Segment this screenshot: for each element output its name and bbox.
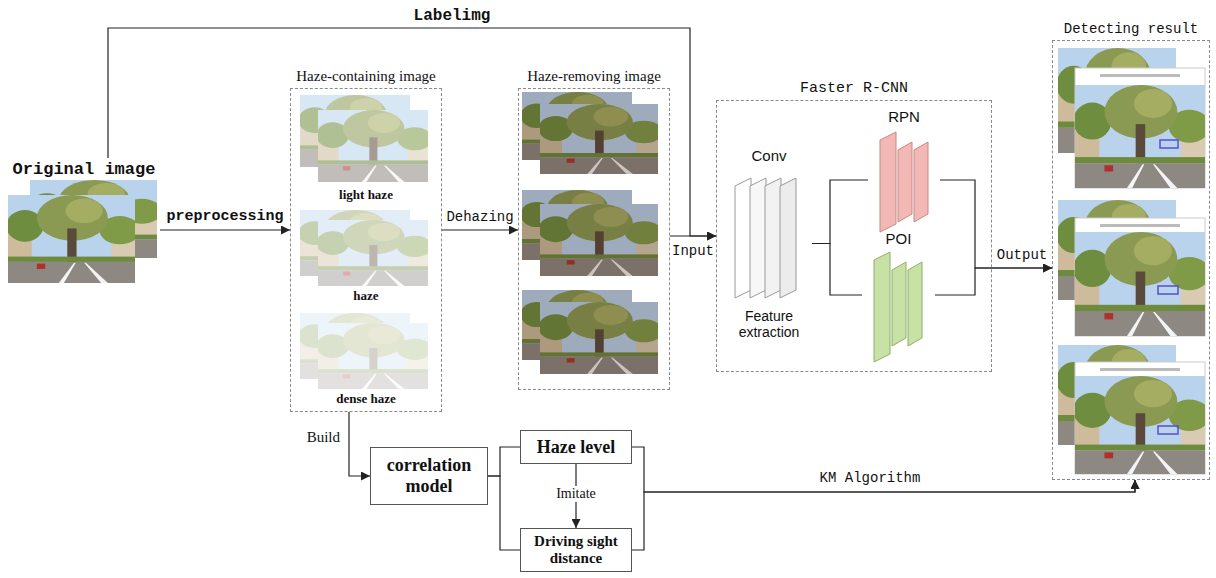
process-box: Driving sight distance xyxy=(520,528,632,572)
rpn-layer xyxy=(880,132,896,232)
haze-overlay xyxy=(318,323,428,389)
image-node: light haze xyxy=(296,93,436,205)
dehaze-tone xyxy=(540,104,658,174)
connector xyxy=(812,180,868,244)
node-heading: Detecting result xyxy=(1053,21,1209,37)
network-box: Faster R-CNNConvFeature extractionRPNPOI xyxy=(716,100,992,372)
node-heading: dense haze xyxy=(296,392,436,407)
conv-layer xyxy=(780,178,796,298)
dehaze-tone xyxy=(540,302,658,374)
image-group: Haze-removing image xyxy=(518,88,670,390)
detection-box xyxy=(1160,140,1178,148)
result-group: Detecting result xyxy=(1052,40,1210,480)
result-caption xyxy=(1100,368,1180,371)
box-label: Haze level xyxy=(537,437,615,458)
connector xyxy=(940,180,1052,268)
node-heading: Conv xyxy=(726,147,812,164)
connector xyxy=(160,229,290,230)
layer-block: POI xyxy=(862,228,935,366)
photo xyxy=(317,110,433,182)
photo xyxy=(317,220,433,286)
node-heading: Feature extraction xyxy=(726,308,812,340)
connector xyxy=(488,447,520,476)
detection-box xyxy=(1158,286,1178,294)
node-heading: Haze-removing image xyxy=(519,68,669,85)
haze-overlay xyxy=(318,110,428,182)
photo xyxy=(538,302,662,374)
photo xyxy=(317,323,433,389)
node-heading: POI xyxy=(862,230,935,247)
photo xyxy=(6,195,140,283)
connector xyxy=(108,28,716,236)
conv-layer xyxy=(765,178,781,298)
connector xyxy=(488,476,520,550)
process-box: correlation model xyxy=(370,447,488,505)
node-heading: RPN xyxy=(868,108,940,125)
photo xyxy=(538,204,662,276)
node-heading: Original image xyxy=(8,160,160,180)
result-caption xyxy=(1100,224,1180,227)
process-box: Haze level xyxy=(520,430,632,464)
node-heading: Faster R-CNN xyxy=(717,80,991,97)
photo xyxy=(1073,376,1210,474)
box-label: Driving sight distance xyxy=(527,533,625,568)
image-node: haze xyxy=(296,208,436,306)
rpn-layer xyxy=(898,142,912,222)
edge-label: preprocessing xyxy=(164,208,285,225)
node-heading: haze xyxy=(296,289,436,304)
image-node: dense haze xyxy=(296,310,436,409)
photo xyxy=(538,104,662,174)
poi-layer xyxy=(892,262,906,346)
edge-label: Imitate xyxy=(554,486,598,502)
edge-label: KM Algorithm xyxy=(818,470,923,486)
box-label: correlation model xyxy=(377,455,481,496)
poi-layer xyxy=(874,252,890,362)
edge-label: Build xyxy=(305,429,342,446)
image-group: Haze-containing imagelight hazehazedense… xyxy=(290,88,442,412)
node-heading: Haze-containing image xyxy=(291,68,441,85)
dehaze-tone xyxy=(540,204,658,276)
rpn-layer xyxy=(914,142,928,222)
image-node: Original image xyxy=(8,158,160,285)
edge-label: Output xyxy=(995,247,1049,263)
connector xyxy=(442,229,518,230)
result-caption xyxy=(1100,74,1180,77)
edge-label: Labelimg xyxy=(412,7,493,25)
connector xyxy=(632,480,1135,550)
photo xyxy=(1073,232,1210,336)
node-heading: light haze xyxy=(296,188,436,203)
layer-block: ConvFeature extraction xyxy=(726,145,812,342)
connector xyxy=(632,447,1135,492)
detection-box xyxy=(1158,426,1178,434)
edge-label: Input xyxy=(670,243,716,259)
connector xyxy=(349,412,370,476)
connector xyxy=(812,244,862,296)
haze-overlay xyxy=(318,220,428,286)
edge-label: Dehazing xyxy=(444,209,515,225)
connector xyxy=(935,268,1052,295)
conv-layer xyxy=(750,178,766,298)
poi-layer xyxy=(908,262,922,346)
layer-block: RPN xyxy=(868,106,940,240)
photo xyxy=(1073,85,1210,188)
conv-layer xyxy=(735,178,751,298)
